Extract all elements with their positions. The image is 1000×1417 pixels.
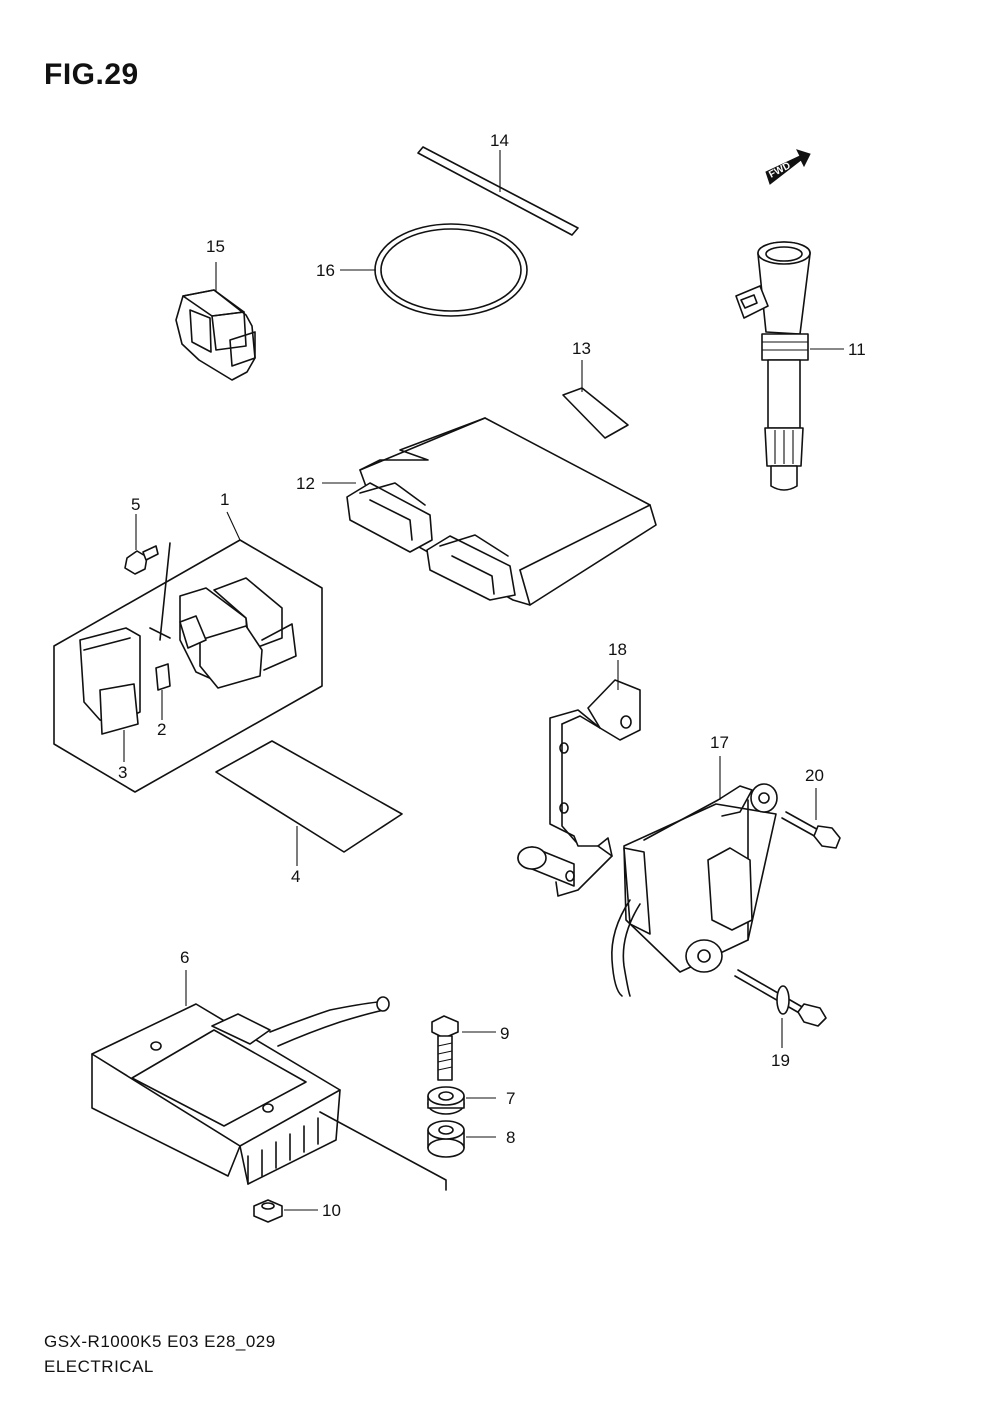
fwd-arrow-icon: FWD [765, 149, 811, 185]
callout-9: 9 [500, 1024, 509, 1043]
callout-11: 11 [848, 340, 866, 359]
callout-12: 12 [296, 474, 315, 493]
callout-14: 14 [490, 131, 509, 150]
callout-13: 13 [572, 339, 591, 358]
fwd-label: FWD [767, 160, 792, 180]
callout-2: 2 [157, 720, 166, 739]
callout-16: 16 [316, 261, 335, 280]
callout-18: 18 [608, 640, 627, 659]
part-5-bolt [124, 514, 159, 575]
callout-7: 7 [506, 1089, 515, 1108]
part-14-tape-strip [417, 146, 579, 236]
callout-15: 15 [206, 237, 225, 256]
callout-1: 1 [220, 490, 229, 509]
part-16-band [340, 223, 528, 317]
part-11-ignition-coil [735, 241, 844, 491]
callout-19: 19 [771, 1051, 790, 1070]
callout-5: 5 [131, 495, 140, 514]
part-9-bolt [431, 1015, 496, 1081]
part-1-assembly-frame [53, 511, 323, 793]
callout-3: 3 [118, 763, 127, 782]
part-13-pad [562, 360, 629, 439]
part-4-pad [215, 740, 403, 866]
callout-20: 20 [805, 766, 824, 785]
callout-6: 6 [180, 948, 189, 967]
callout-17: 17 [710, 733, 729, 752]
part-19-bolt [734, 969, 827, 1048]
part-10-nut [253, 1199, 318, 1223]
callout-4: 4 [291, 867, 300, 886]
callout-10: 10 [322, 1201, 341, 1220]
model-code: GSX-R1000K5 E03 E28_029 [44, 1332, 276, 1351]
part-18-bracket [517, 660, 641, 897]
part-12-ecm [322, 417, 657, 606]
figure-title: FIG.29 [44, 58, 139, 91]
part-7-collar [427, 1086, 496, 1115]
part-8-grommet [427, 1120, 496, 1158]
part-6-regulator-rectifier [91, 970, 447, 1191]
part-17-sensor-unit [611, 756, 778, 997]
callout-8: 8 [506, 1128, 515, 1147]
part-20-bolt [781, 788, 841, 849]
part-15-relay [175, 262, 256, 381]
section-name: ELECTRICAL [44, 1357, 154, 1376]
